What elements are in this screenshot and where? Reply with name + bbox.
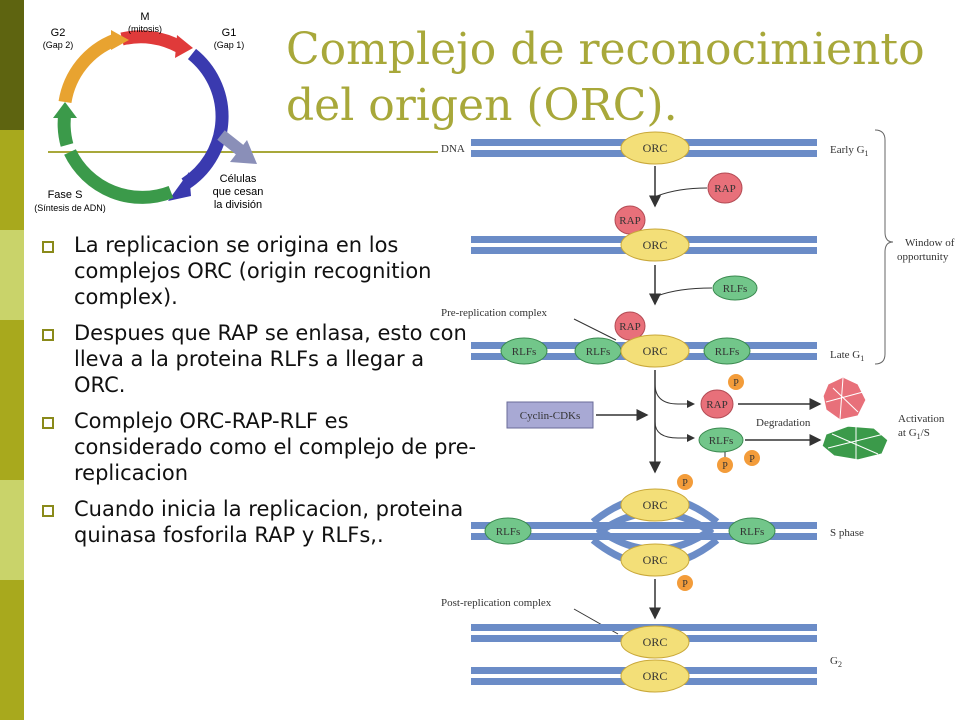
degraded-rlfs-fragments [821,425,889,461]
left-sidebar-stripe [0,0,24,720]
square-bullet-icon [42,417,54,429]
rlfs-label: RLFs [496,526,520,538]
post-replication-label: Post-replication complex [441,597,552,609]
bullet-text: Despues que RAP se enlasa, esto con llev… [74,321,467,397]
square-bullet-icon [42,241,54,253]
orc-complex [620,131,690,165]
slide-title: Complejo de reconocimiento del origen (O… [286,22,946,134]
orc-label: ORC [643,498,668,512]
square-bullet-icon [42,505,54,517]
g1-sub-label: (Gap 1) [214,40,245,50]
activation-label-2: at G1/S [898,427,930,441]
rap-label: RAP [619,321,640,333]
rlfs-label: RLFs [512,346,536,358]
rap-label: RAP [619,215,640,227]
bullet-item: Complejo ORC-RAP-RLF es considerado como… [38,408,478,486]
title-line-1: Complejo de reconocimiento [286,24,925,75]
window-label-2: opportunity [897,251,949,263]
g2-phase-arc [58,33,118,104]
bullet-list: La replicacion se origina en los complej… [38,232,478,558]
rap-label: RAP [714,183,735,195]
svg-text:P: P [733,378,739,389]
square-bullet-icon [42,329,54,341]
rlfs-label: RLFs [586,346,610,358]
s-arrowhead [53,102,77,118]
cyclin-cdks-label: Cyclin-CDKs [520,410,581,422]
dna-label: DNA [441,143,465,155]
g1-arrowhead [168,172,191,201]
g2-arrowhead [111,30,129,50]
exit-label-1: Células [220,173,257,185]
svg-text:P: P [682,579,688,590]
cell-cycle-diagram: M (mitosis) G1 (Gap 1) G2 (Gap 2) Fase S… [34,11,264,213]
rlfs-label: RLFs [723,283,747,295]
window-label-1: Window of [905,237,955,249]
orc-label: ORC [643,141,668,155]
g1-label: G1 [222,27,237,39]
bullet-item: La replicacion se origina en los complej… [38,232,478,310]
late-g1-label: Late G1 [830,349,864,363]
m-phase-arc [120,30,184,53]
s-phase-label: S phase [830,527,864,539]
orc-diagram: DNA ORC Early G1 RAP RAP ORC RLFs Pre-re… [441,129,955,693]
early-g1-label: Early G1 [830,144,869,158]
g2-label: G2 [51,27,66,39]
svg-text:P: P [722,461,728,472]
s-phase-arc [64,149,174,204]
activation-label-1: Activation [898,413,945,425]
bullet-text: Complejo ORC-RAP-RLF es considerado como… [74,409,477,485]
exit-label-2: que cesan [213,186,264,198]
m-label: M [140,11,149,23]
g1-phase-arc [181,48,229,190]
cyclin-cdks-box [506,401,594,429]
bullet-item: Despues que RAP se enlasa, esto con llev… [38,320,478,398]
bullet-text: Cuando inicia la replicacion, proteina q… [74,497,464,547]
m-sub-label: (mitosis) [128,24,162,34]
pre-replication-label: Pre-replication complex [441,307,547,319]
exit-arrow [217,130,244,155]
bullet-item: Cuando inicia la replicacion, proteina q… [38,496,478,548]
orc-label: ORC [643,669,668,683]
orc-label: ORC [643,553,668,567]
degradation-label: Degradation [756,417,811,429]
rap-label: RAP [706,399,727,411]
rap-protein [707,172,743,204]
exit-label-3: la división [214,199,262,211]
orc-label: ORC [643,635,668,649]
phosphate-icon [728,374,744,390]
rlfs-label: RLFs [709,435,733,447]
s-sub-label: (Síntesis de ADN) [34,203,106,213]
rlfs-label: RLFs [715,346,739,358]
g2-phase-label: G2 [830,655,842,669]
degraded-rap-fragments [822,376,867,421]
window-bracket [874,129,894,365]
bullet-text: La replicacion se origina en los complej… [74,233,432,309]
m-arrowhead [175,35,193,58]
orc-label: ORC [643,238,668,252]
svg-text:P: P [682,478,688,489]
title-line-2: del origen (ORC). [286,80,678,131]
g2-sub-label: (Gap 2) [43,40,74,50]
svg-text:P: P [749,454,755,465]
orc-label: ORC [643,344,668,358]
s-label: Fase S [48,189,83,201]
rlfs-label: RLFs [740,526,764,538]
